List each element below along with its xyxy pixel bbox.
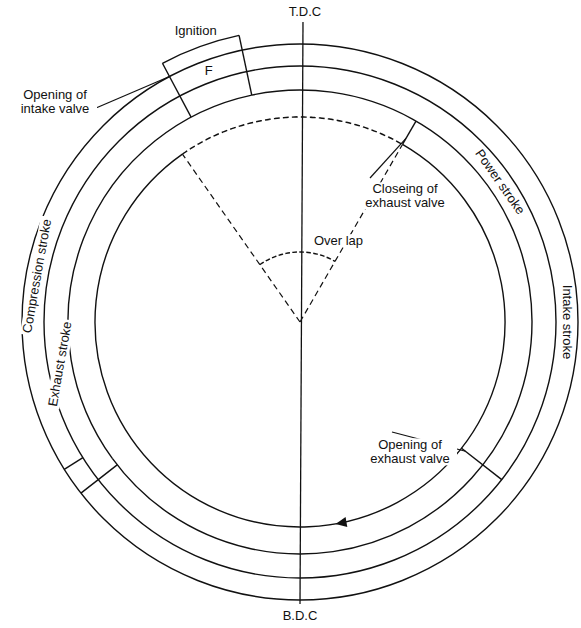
dead-centre-label: B.D.C [281,609,320,623]
tdc-bdc-line [300,22,303,604]
overlap-arc [260,252,335,265]
stroke-label: Power stroke [471,145,528,218]
stroke-label: Exhaust stroke [45,319,74,410]
stroke-division-mark [81,465,117,493]
third-ring [68,95,252,458]
stroke-division-mark [64,458,83,470]
timing-label: Closeing of exhaust valve [363,182,447,209]
inner-ring [95,144,505,527]
rotation-arrow [335,517,348,529]
exhaust-opening-mark [462,448,502,479]
timing-label: Opening of intake valve [13,88,97,115]
exhaust-closing-mark [403,121,417,144]
inner-ring-overlap [182,117,402,154]
stroke-label: Intake stroke [560,283,574,361]
ignition-mark [239,35,252,95]
ignition-box-top [162,35,239,63]
overlap-line [300,144,403,322]
stroke-label: Compression stroke [20,216,54,336]
timing-label: Opening of exhaust valve [363,438,457,465]
timing-circles [22,22,578,604]
timing-label: Over lap [312,234,365,248]
timing-label: Ignition [173,25,219,39]
timing-label: F [203,64,215,78]
dead-centre-label: T.D.C [287,5,324,19]
intake-opening-mark [162,63,191,117]
leader-line [370,138,406,178]
leader-line [96,77,169,108]
overlap-line [182,154,300,322]
